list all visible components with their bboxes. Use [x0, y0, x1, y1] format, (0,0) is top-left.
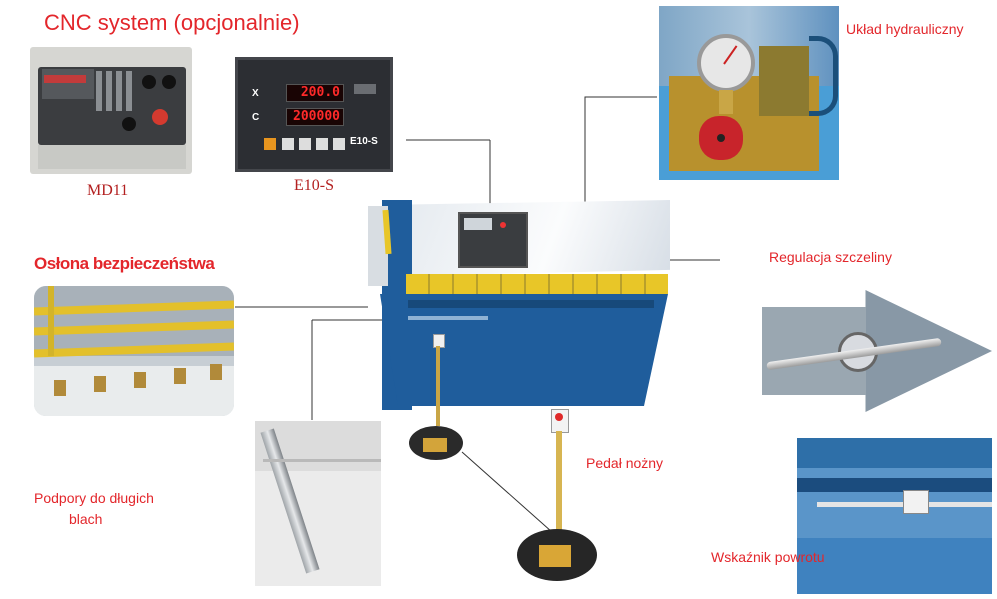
e10s-controller-image: X 200.0 C 200000 E10-S	[235, 57, 393, 172]
machine-control-panel	[458, 212, 528, 268]
sheet-support-image	[255, 421, 381, 586]
e10s-caption: E10-S	[294, 177, 334, 194]
key-button[interactable]	[282, 138, 294, 150]
oslona-label: Osłona bezpieczeństwa	[34, 254, 215, 273]
key-button[interactable]	[299, 138, 311, 150]
x-value: 200.0	[300, 85, 340, 100]
regulacja-label: Regulacja szczeliny	[769, 249, 892, 265]
hydraulic-system-image	[659, 6, 839, 180]
c-axis-label: C	[252, 112, 260, 123]
c-value: 200000	[293, 109, 340, 124]
pedal-small-image	[405, 334, 467, 466]
key-button[interactable]	[316, 138, 328, 150]
safety-guard-image	[34, 286, 234, 416]
f-key-button[interactable]	[264, 138, 276, 150]
wskaznik-label: Wskaźnik powrotu	[711, 549, 825, 565]
pedal-large-image	[513, 409, 599, 587]
x-axis-readout: 200.0	[286, 84, 344, 102]
pedal-label: Pedał nożny	[586, 455, 664, 471]
md11-caption: MD11	[87, 182, 129, 199]
c-axis-readout: 200000	[286, 108, 344, 126]
uklad-label: Układ hydrauliczny	[846, 21, 964, 37]
cnc-title: CNC system (opcjonalnie)	[44, 10, 300, 35]
x-axis-label: X	[252, 88, 259, 99]
gap-adjustment-image	[762, 290, 992, 412]
podpory-label-line2: blach	[69, 511, 103, 527]
podpory-label-line1: Podpory do długich	[34, 490, 154, 506]
key-button[interactable]	[333, 138, 345, 150]
brand-label: E10-S	[350, 136, 378, 147]
md11-controller-image	[30, 47, 192, 174]
shear-machine-image	[338, 196, 698, 418]
return-indicator-image	[797, 438, 992, 594]
